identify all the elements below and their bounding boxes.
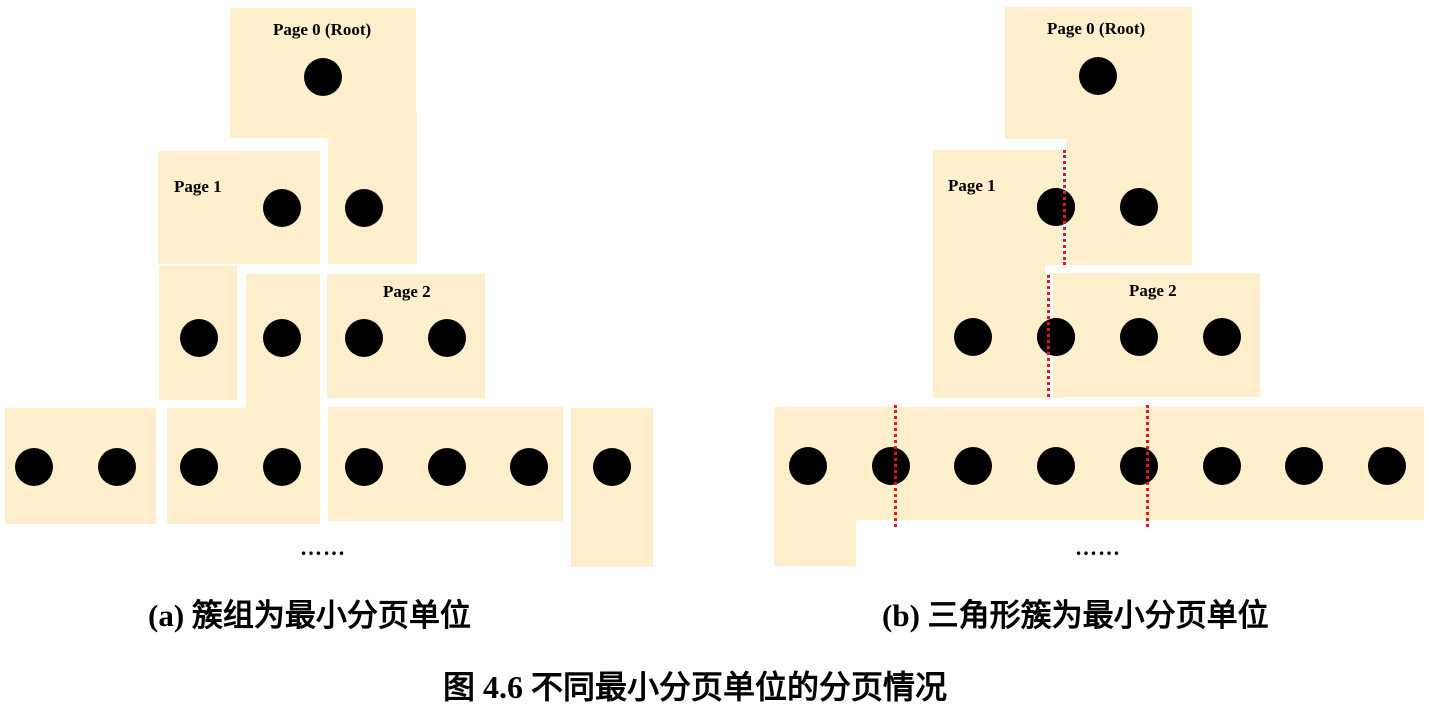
page-2-label: Page 2 — [383, 282, 431, 301]
tree-node — [510, 448, 548, 486]
bottom-band-extension — [774, 518, 856, 566]
tree-node — [1037, 188, 1075, 226]
tree-node — [1203, 318, 1241, 356]
tree-node — [1120, 188, 1158, 226]
cluster-block-bottom-4 — [571, 408, 653, 567]
tree-node — [1368, 447, 1406, 485]
tree-node — [954, 318, 992, 356]
tree-node — [345, 189, 383, 227]
tree-node — [1203, 447, 1241, 485]
gutter — [1045, 265, 1067, 273]
ellipsis: …… — [300, 535, 346, 560]
page-1-block — [933, 150, 1063, 398]
cut-line — [1146, 405, 1149, 527]
cut-line — [894, 405, 897, 527]
tree-node — [345, 319, 383, 357]
tree-node — [872, 447, 910, 485]
page-1-label: Page 1 — [174, 177, 222, 196]
caption-a: (a) 簇组为最小分页单位 — [148, 598, 471, 633]
tree-node — [1120, 447, 1158, 485]
cluster-block-bottom-2-top — [246, 400, 320, 410]
tree-node — [593, 448, 631, 486]
page-2-label: Page 2 — [1129, 281, 1177, 300]
tree-node — [263, 319, 301, 357]
tree-node — [428, 448, 466, 486]
tree-node — [15, 448, 53, 486]
tree-node — [1079, 57, 1117, 95]
tree-node — [263, 448, 301, 486]
tree-node — [345, 448, 383, 486]
ellipsis: …… — [1075, 535, 1121, 560]
tree-node — [428, 319, 466, 357]
gutter — [1003, 139, 1067, 150]
tree-node — [1037, 447, 1075, 485]
tree-node — [1120, 318, 1158, 356]
page-0-label: Page 0 (Root) — [273, 20, 372, 39]
caption-b: (b) 三角形簇为最小分页单位 — [882, 598, 1269, 633]
tree-node — [789, 447, 827, 485]
cut-line — [1063, 150, 1066, 265]
tree-node — [98, 448, 136, 486]
figure-title: 图 4.6 不同最小分页单位的分页情况 — [443, 669, 948, 705]
page-0-label: Page 0 (Root) — [1047, 19, 1146, 38]
page-1-label: Page 1 — [948, 176, 996, 195]
tree-node — [1037, 318, 1075, 356]
cut-line — [1047, 275, 1050, 397]
tree-node — [180, 319, 218, 357]
tree-node — [263, 189, 301, 227]
tree-node — [1285, 447, 1323, 485]
page-0-extension — [328, 112, 417, 264]
tree-node — [180, 448, 218, 486]
tree-node — [954, 447, 992, 485]
tree-node — [304, 58, 342, 96]
